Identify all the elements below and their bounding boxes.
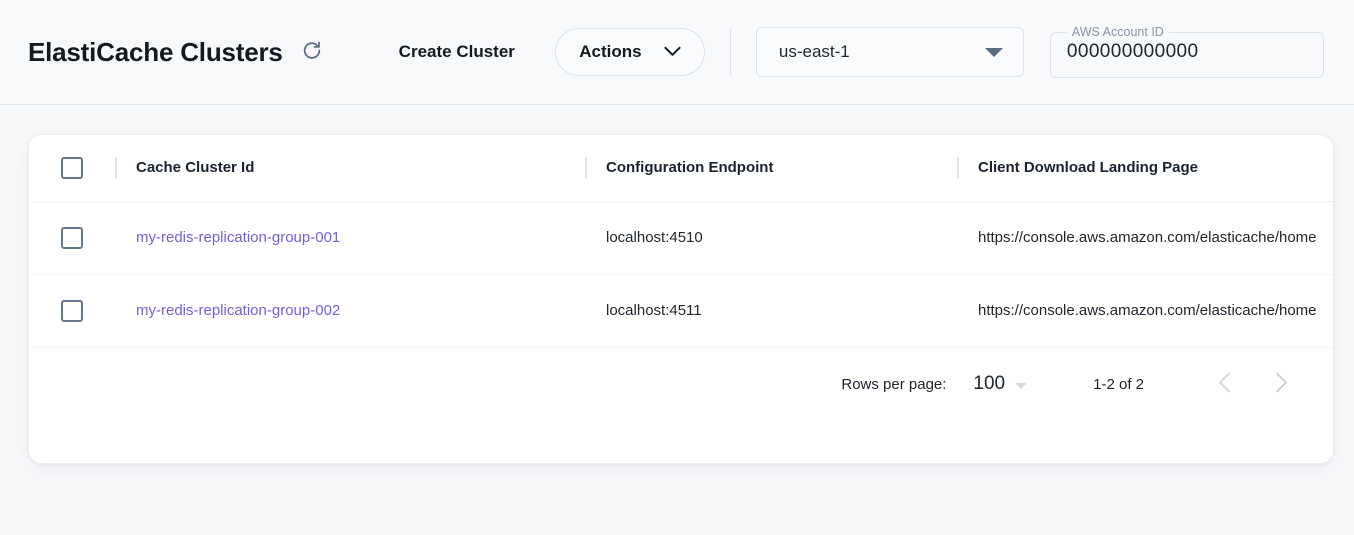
table-head: Cache Cluster Id Configuration Endpoint … <box>29 135 1333 202</box>
refresh-icon <box>301 40 323 65</box>
column-header-client-download-landing-page[interactable]: Client Download Landing Page <box>957 135 1333 202</box>
column-header-configuration-endpoint[interactable]: Configuration Endpoint <box>585 135 957 202</box>
column-divider <box>115 157 117 179</box>
chevron-right-icon <box>1275 372 1288 396</box>
cell-cache-cluster-id: my-redis-replication-group-002 <box>115 274 585 348</box>
rows-per-page-label: Rows per page: <box>841 375 947 393</box>
rows-per-page-caret-icon[interactable] <box>1015 382 1028 389</box>
next-page-button[interactable] <box>1260 363 1302 405</box>
row-select-cell <box>29 201 115 275</box>
cell-configuration-endpoint: localhost:4511 <box>585 274 957 348</box>
landing-page-text: https://console.aws.amazon.com/elasticac… <box>978 229 1317 246</box>
aws-account-id-value: 000000000000 <box>1066 41 1199 62</box>
cell-client-download-landing-page: https://console.aws.amazon.com/elasticac… <box>957 201 1333 275</box>
clusters-card: Cache Cluster Id Configuration Endpoint … <box>28 134 1334 464</box>
column-divider <box>585 157 587 179</box>
column-divider <box>957 157 959 179</box>
actions-button-label: Actions <box>579 42 642 61</box>
create-cluster-button[interactable]: Create Cluster <box>393 34 521 70</box>
previous-page-button[interactable] <box>1203 363 1245 405</box>
triangle-down-icon <box>984 47 1003 57</box>
select-all-checkbox[interactable] <box>61 156 83 179</box>
cell-client-download-landing-page: https://console.aws.amazon.com/elasticac… <box>957 274 1333 348</box>
landing-page-text: https://console.aws.amazon.com/elasticac… <box>978 302 1317 319</box>
table-header-row: Cache Cluster Id Configuration Endpoint … <box>29 135 1333 202</box>
select-all-header <box>29 135 115 202</box>
chevron-left-icon <box>1218 372 1231 396</box>
table-row[interactable]: my-redis-replication-group-001 localhost… <box>29 201 1333 275</box>
main-content: Cache Cluster Id Configuration Endpoint … <box>0 105 1354 464</box>
column-header-label: Configuration Endpoint <box>606 159 774 177</box>
table-body: my-redis-replication-group-001 localhost… <box>29 201 1333 348</box>
cluster-id-link[interactable]: my-redis-replication-group-001 <box>136 229 341 246</box>
actions-button[interactable]: Actions <box>554 28 705 76</box>
row-checkbox[interactable] <box>61 226 83 249</box>
pagination-range-label: 1-2 of 2 <box>1093 375 1144 393</box>
aws-account-id-field[interactable]: AWS Account ID 000000000000 <box>1049 26 1324 78</box>
rows-per-page-value[interactable]: 100 <box>973 373 1006 394</box>
region-select-value: us-east-1 <box>778 42 850 61</box>
region-select[interactable]: us-east-1 <box>755 27 1024 77</box>
column-header-label: Cache Cluster Id <box>136 159 255 177</box>
title-group: ElastiCache Clusters <box>28 37 327 68</box>
table-row[interactable]: my-redis-replication-group-002 localhost… <box>29 274 1333 348</box>
cell-configuration-endpoint: localhost:4510 <box>585 201 957 275</box>
clusters-table: Cache Cluster Id Configuration Endpoint … <box>29 135 1333 348</box>
app-header: ElastiCache Clusters Create Cluster Acti… <box>0 0 1354 105</box>
cell-cache-cluster-id: my-redis-replication-group-001 <box>115 201 585 275</box>
cluster-id-link[interactable]: my-redis-replication-group-002 <box>136 302 341 319</box>
refresh-button[interactable] <box>297 37 327 67</box>
column-header-label: Client Download Landing Page <box>978 159 1199 177</box>
header-divider <box>729 28 731 76</box>
chevron-down-icon <box>663 42 681 62</box>
page-title: ElastiCache Clusters <box>28 36 283 67</box>
row-select-cell <box>29 274 115 348</box>
row-checkbox[interactable] <box>61 299 83 322</box>
pagination: Rows per page: 100 1-2 of 2 <box>29 348 1333 421</box>
column-header-cache-cluster-id[interactable]: Cache Cluster Id <box>115 135 585 202</box>
